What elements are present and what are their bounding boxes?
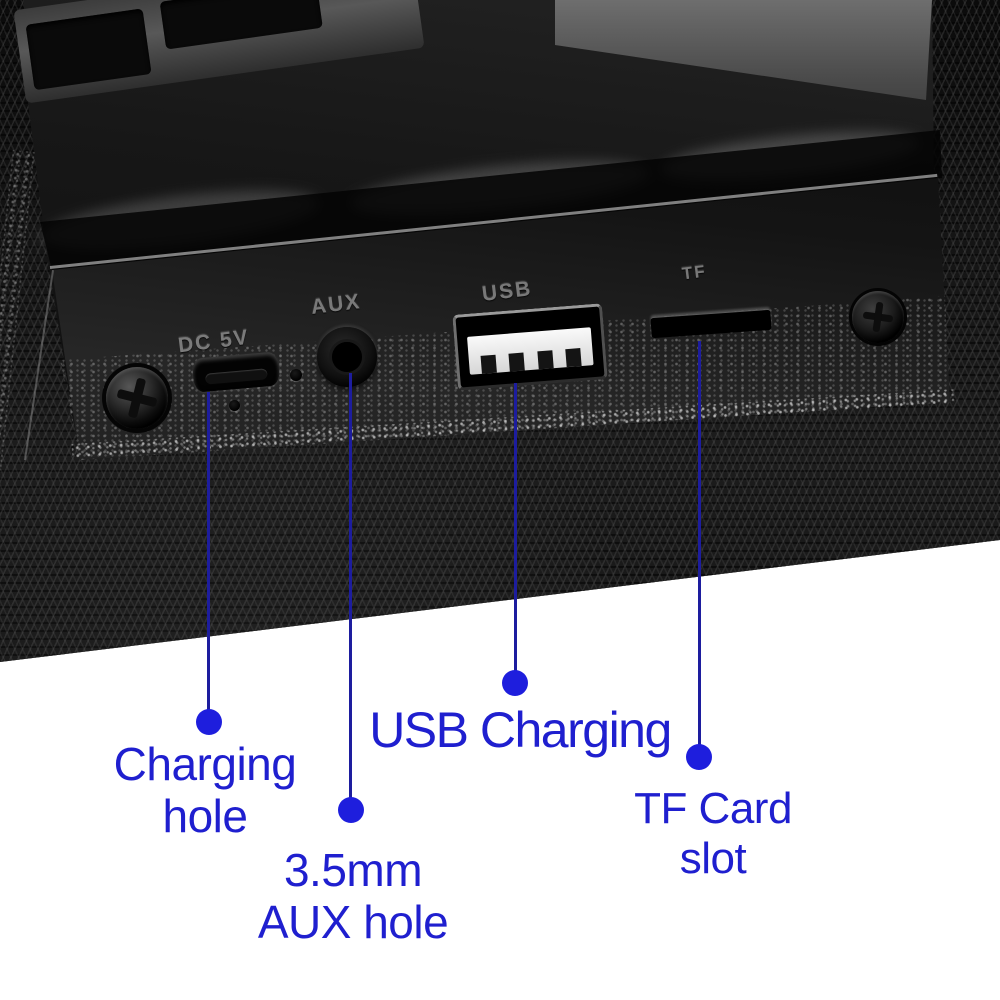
grille-slot [25,8,152,91]
reset-pinhole [229,400,240,411]
callout-label-usb-charging: USB Charging [369,702,672,758]
callout-label-tf-card-slot: TF Card slot [634,784,792,883]
usb-port [452,303,608,391]
phillips-screw-left [106,367,168,429]
usb-contact [508,352,526,372]
mic-pinhole [290,369,302,381]
callout-line-aux-hole [349,373,352,810]
usb-contact [537,350,554,370]
phillips-screw-right [852,291,904,343]
aux-jack-hole [332,342,362,372]
callout-label-charging-hole: Charging hole [113,738,297,842]
engraved-label-tf: TF [680,261,708,284]
grille-slot [159,0,323,50]
usb-tongue [467,327,594,375]
callout-dot-tf-card-slot [686,744,712,770]
usb-contact [565,348,582,368]
callout-line-usb-charging [514,383,517,683]
usb-contact [480,354,497,374]
callout-dot-aux-hole [338,797,364,823]
aux-jack [317,327,377,387]
callout-label-aux-hole: 3.5mm AUX hole [257,844,449,948]
callout-dot-charging-hole [196,709,222,735]
callout-dot-usb-charging [502,670,528,696]
callout-line-tf-card-slot [698,341,701,757]
callout-line-charging-hole [207,392,210,722]
